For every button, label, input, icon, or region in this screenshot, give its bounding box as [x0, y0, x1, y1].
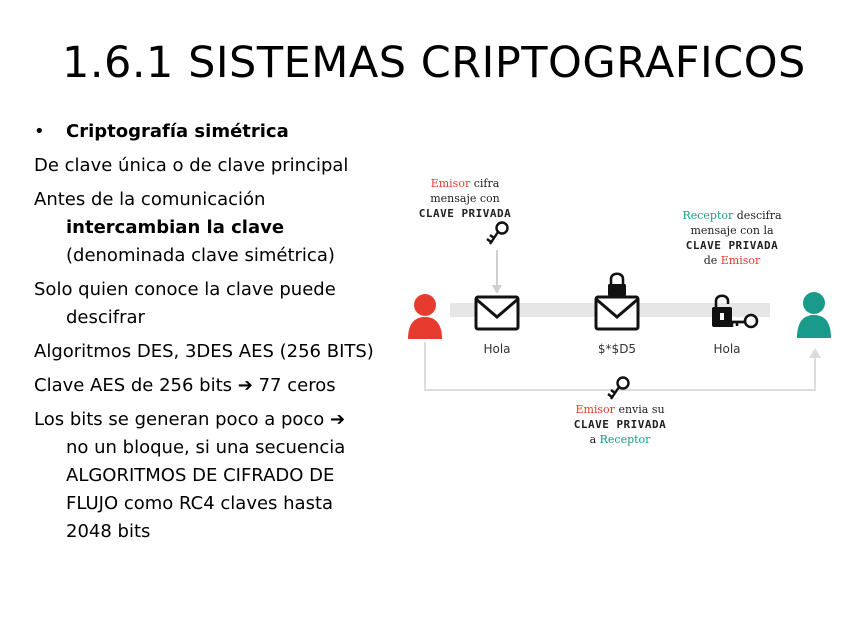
key-exchange-path [424, 342, 816, 391]
sender-name: Emisor [575, 403, 615, 416]
label-line: Emisor cifra [390, 176, 540, 191]
receiver-name: Receptor [682, 209, 734, 222]
text-line: De clave única o de clave principal [34, 155, 349, 176]
envelope-icon [474, 295, 520, 331]
bullet-item: • Criptografía simétrica [34, 118, 394, 146]
unlock-with-key-icon [712, 294, 759, 329]
text-line: no un bloque, si una secuencia [66, 437, 346, 458]
label-text: a [589, 433, 600, 446]
text-line-bold: intercambian la clave [66, 217, 285, 238]
text-line: Clave AES de 256 bits ➔ 77 ceros [34, 372, 394, 400]
label-line: Emisor envia su [540, 402, 700, 417]
key-send-label: Emisor envia su CLAVE PRIVADA a Receptor [540, 402, 700, 447]
envelope-icon [594, 295, 640, 331]
label-text: descifra [733, 209, 782, 222]
text-line: ALGORITMOS DE CIFRADO DE [66, 465, 335, 486]
label-line: Receptor descifra [652, 208, 812, 223]
symmetric-crypto-diagram: Emisor cifra mensaje con CLAVE PRIVADA R… [390, 170, 840, 460]
label-text: cifra [470, 177, 500, 190]
label-line-bold: CLAVE PRIVADA [573, 418, 667, 431]
bullet-heading: Criptografía simétrica [66, 121, 289, 142]
label-line: a Receptor [540, 432, 700, 447]
label-line: mensaje con [430, 192, 500, 205]
receiver-person-icon [797, 292, 831, 338]
sender-encrypt-label: Emisor cifra mensaje con CLAVE PRIVADA [390, 176, 540, 221]
text-line: Antes de la comunicación [34, 189, 266, 210]
text-span: Clave AES de 256 bits [34, 375, 233, 396]
label-line-bold: CLAVE PRIVADA [685, 239, 779, 252]
label-line: de Emisor [652, 253, 812, 268]
text-span: 77 ceros [258, 375, 336, 396]
plain-message-caption: Hola [713, 342, 741, 356]
key-icon [486, 221, 509, 245]
bullet-symbol: • [34, 121, 45, 142]
text-line: Los bits se generan poco a poco ➔ [34, 406, 394, 434]
text-line: Algoritmos DES, 3DES AES (256 BITS) [34, 341, 374, 362]
label-text: envia su [614, 403, 665, 416]
text-line: (denominada clave simétrica) [66, 245, 335, 266]
text-span: Los bits se generan poco a poco [34, 409, 325, 430]
lock-icon [608, 272, 626, 296]
arrow-symbol: ➔ [237, 375, 253, 396]
text-line: 2048 bits [66, 521, 151, 542]
arrow-head [809, 348, 821, 358]
label-line: mensaje con la [690, 224, 774, 237]
label-text: de [703, 254, 721, 267]
text-line: descifrar [66, 307, 145, 328]
sender-name: Emisor [720, 254, 761, 267]
receiver-decrypt-label: Receptor descifra mensaje con la CLAVE P… [652, 208, 812, 268]
cipher-message-caption: $*$D5 [597, 342, 637, 356]
slide-body: • Criptografía simétrica De clave única o… [34, 118, 394, 546]
arrow-symbol: ➔ [330, 409, 346, 430]
diagram-graphics [408, 221, 831, 400]
label-line-bold: CLAVE PRIVADA [418, 207, 512, 220]
sender-name: Emisor [430, 177, 471, 190]
plain-message-caption: Hola [483, 342, 511, 356]
text-line: Solo quien conoce la clave puede [34, 279, 336, 300]
key-icon [607, 376, 630, 400]
receiver-name: Receptor [599, 433, 651, 446]
arrow-head [492, 285, 502, 294]
sender-person-icon [408, 294, 442, 339]
text-line: FLUJO como RC4 claves hasta [66, 493, 334, 514]
slide-title: 1.6.1 SISTEMAS CRIPTOGRAFICOS [62, 38, 806, 88]
